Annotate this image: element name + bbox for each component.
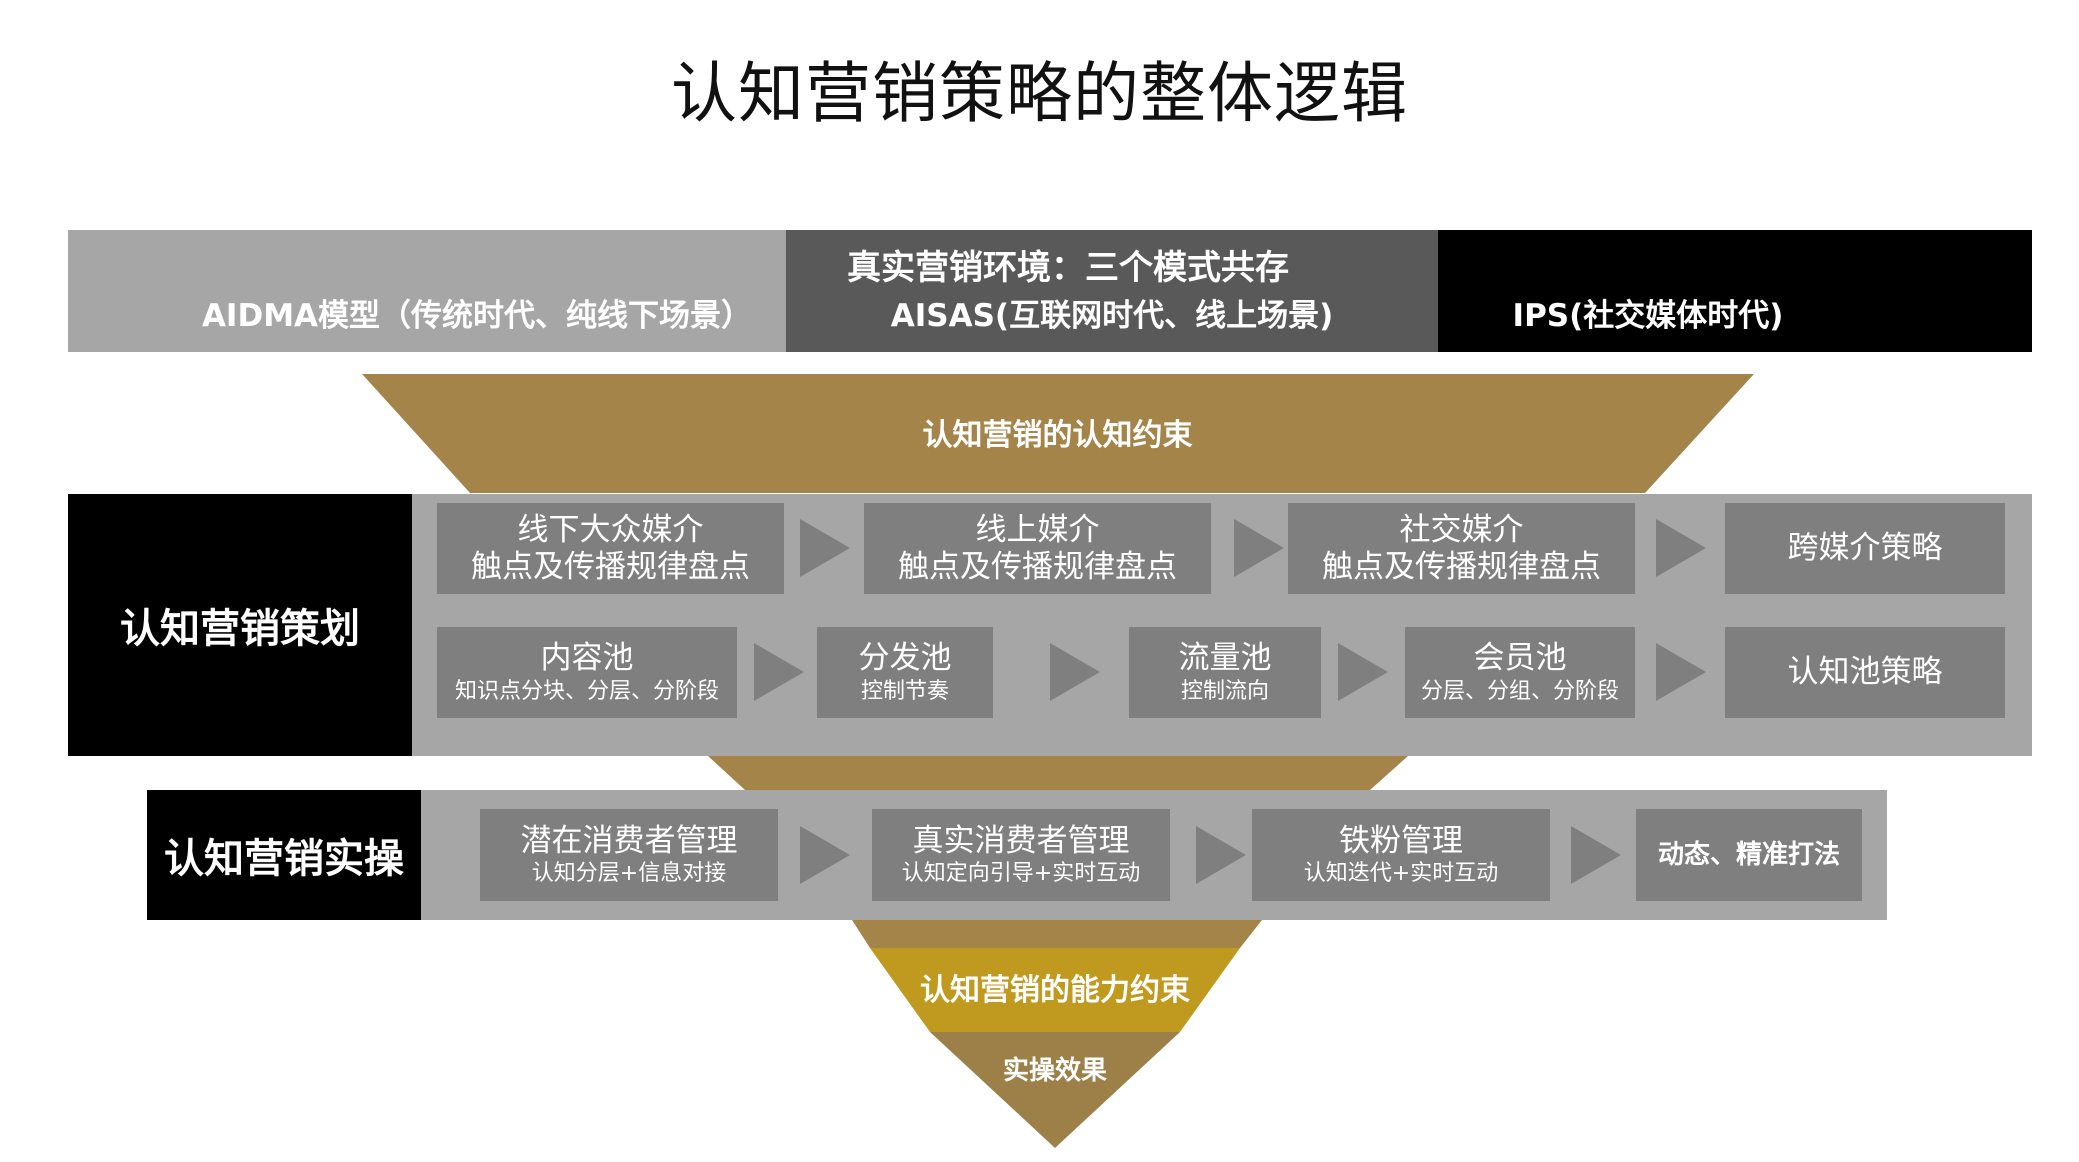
online-media-title: 线上媒介 [975, 511, 1100, 548]
arrow-icon [1571, 826, 1621, 884]
arrow-icon [800, 826, 850, 884]
effect-label: 实操效果 [1002, 1056, 1107, 1086]
arrow-icon [1656, 643, 1706, 701]
environment-title: 真实营销环境：三个模式共存 [847, 248, 1289, 288]
traffic-pool-title: 流量池 [1178, 640, 1272, 677]
loyal-fan-title: 铁粉管理 [1339, 822, 1463, 859]
real-consumer-sub: 认知定向引导+实时互动 [901, 861, 1141, 887]
arrow-icon [1050, 643, 1100, 701]
env-segment-aisas [786, 230, 1438, 352]
member-pool-box: 会员池 分层、分组、分阶段 [1405, 627, 1635, 718]
social-media-sub: 触点及传播规律盘点 [1322, 548, 1601, 585]
traffic-pool-box: 流量池 控制流向 [1129, 627, 1321, 718]
potential-consumer-sub: 认知分层+信息对接 [531, 861, 727, 887]
funnel-top-trapezoid [362, 374, 1754, 493]
social-media-title: 社交媒介 [1399, 511, 1524, 548]
potential-consumer-box: 潜在消费者管理 认知分层+信息对接 [480, 809, 778, 901]
funnel-mid-trapezoid [708, 756, 1408, 790]
distribution-pool-box: 分发池 控制节奏 [817, 627, 993, 718]
funnel-ability-band [870, 948, 1240, 1032]
ability-constraint-label: 认知营销的能力约束 [920, 973, 1190, 1008]
content-pool-box: 内容池 知识点分块、分层、分阶段 [437, 627, 737, 718]
funnel-effect-tip [930, 1032, 1180, 1148]
env-label-aisas: AISAS(互联网时代、线上场景) [890, 298, 1334, 334]
arrow-icon [800, 519, 850, 577]
loyal-fan-box: 铁粉管理 认知迭代+实时互动 [1252, 809, 1550, 901]
distribution-pool-title: 分发池 [858, 640, 952, 677]
arrow-icon [1338, 643, 1388, 701]
real-consumer-title: 真实消费者管理 [912, 822, 1130, 859]
env-segment-aidma [68, 230, 786, 352]
arrow-icon [1656, 519, 1706, 577]
online-media-box: 线上媒介 触点及传播规律盘点 [864, 503, 1211, 594]
arrow-icon [754, 643, 804, 701]
content-pool-title: 内容池 [540, 640, 634, 677]
offline-media-title: 线下大众媒介 [517, 511, 704, 548]
social-media-box: 社交媒介 触点及传播规律盘点 [1288, 503, 1635, 594]
dynamic-precise-tactics-box: 动态、精准打法 [1636, 809, 1862, 901]
env-label-aidma: AIDMA模型（传统时代、纯线下场景） [201, 298, 753, 334]
cognitive-pool-strategy-title: 认知池策略 [1787, 654, 1943, 691]
cross-media-strategy-box: 跨媒介策略 [1725, 503, 2005, 594]
cognitive-pool-strategy-box: 认知池策略 [1725, 627, 2005, 718]
funnel-lower-trapezoid [852, 920, 1262, 948]
dynamic-precise-tactics-title: 动态、精准打法 [1657, 839, 1840, 870]
cross-media-strategy-title: 跨媒介策略 [1787, 530, 1943, 567]
member-pool-title: 会员池 [1473, 640, 1567, 677]
real-consumer-box: 真实消费者管理 认知定向引导+实时互动 [872, 809, 1170, 901]
offline-media-box: 线下大众媒介 触点及传播规律盘点 [437, 503, 784, 594]
arrow-icon [1234, 519, 1284, 577]
env-label-ips: IPS(社交媒体时代) [1512, 298, 1784, 334]
content-pool-sub: 知识点分块、分层、分阶段 [454, 678, 719, 704]
potential-consumer-title: 潜在消费者管理 [520, 822, 738, 859]
loyal-fan-sub: 认知迭代+实时互动 [1303, 861, 1499, 887]
traffic-pool-sub: 控制流向 [1180, 678, 1269, 704]
offline-media-sub: 触点及传播规律盘点 [471, 548, 750, 585]
arrow-icon [1196, 826, 1246, 884]
page-title: 认知营销策略的整体逻辑 [671, 55, 1408, 132]
operation-head: 认知营销实操 [147, 790, 421, 920]
planning-head: 认知营销策划 [68, 494, 412, 756]
cognitive-constraint-label: 认知营销的认知约束 [922, 418, 1193, 453]
online-media-sub: 触点及传播规律盘点 [898, 548, 1177, 585]
member-pool-sub: 分层、分组、分阶段 [1420, 678, 1619, 704]
env-segment-ips [1438, 230, 2032, 352]
distribution-pool-sub: 控制节奏 [860, 678, 949, 704]
